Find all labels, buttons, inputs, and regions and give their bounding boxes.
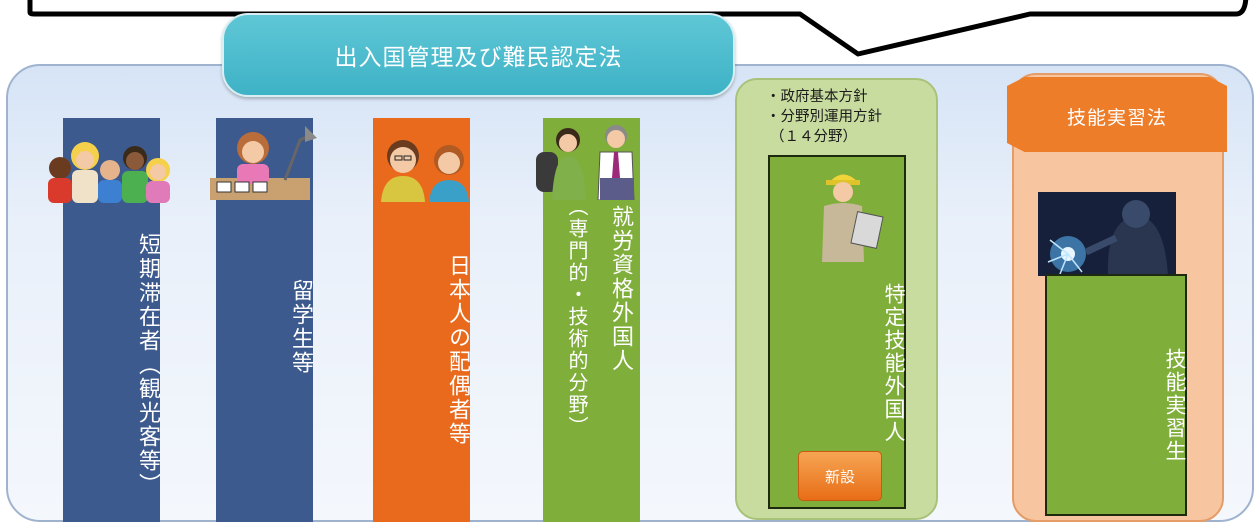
law-title: 出入国管理及び難民認定法 bbox=[334, 45, 623, 71]
tourists-icon bbox=[48, 142, 170, 203]
label-work-main: 就労資格外国人 bbox=[608, 205, 633, 373]
technical-intern-law-tab bbox=[1007, 77, 1227, 152]
label-specified-skill: 特定技能外国人 bbox=[882, 282, 906, 444]
professionals-icon bbox=[536, 125, 635, 200]
new-badge: 新設 bbox=[798, 451, 882, 501]
policy-line-3: （１４分野） bbox=[770, 129, 857, 145]
technical-intern-column bbox=[1045, 274, 1187, 516]
student-icon bbox=[210, 126, 317, 200]
couple-icon bbox=[381, 140, 469, 202]
policy-line-2: ・分野別運用方針 bbox=[766, 109, 882, 125]
label-students: 留学生等 bbox=[288, 279, 313, 375]
law-title-tab bbox=[222, 13, 735, 97]
welder-icon bbox=[1038, 192, 1176, 276]
label-spouses: 日本人の配偶者等 bbox=[445, 254, 470, 446]
worker-icon bbox=[822, 174, 884, 262]
label-work-sub: （専門的・技術的分野） bbox=[565, 196, 589, 438]
label-short-term: 短期滞在者（観光客等） bbox=[135, 233, 160, 497]
technical-intern-law-title: 技能実習法 bbox=[1066, 107, 1167, 129]
label-technical-intern: 技能実習生 bbox=[1163, 347, 1187, 463]
policy-line-1: ・政府基本方針 bbox=[766, 89, 868, 105]
